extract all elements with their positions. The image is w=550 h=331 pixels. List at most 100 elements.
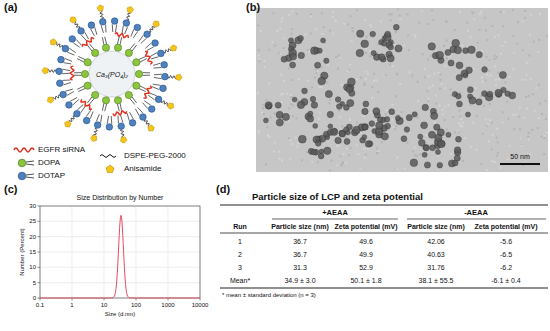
nanoparticle (376, 122, 383, 129)
tem-grain (268, 82, 270, 84)
tem-grain (336, 164, 338, 166)
tem-grain (416, 155, 418, 157)
tem-grain (278, 158, 280, 160)
tem-grain (338, 55, 340, 57)
dotap-head (152, 40, 159, 47)
dotap-head (111, 18, 118, 25)
calcium-phosphate-core (89, 51, 135, 97)
tem-grain (414, 147, 416, 149)
tem-grain (541, 136, 543, 138)
dotap-tail (69, 48, 75, 53)
tem-grain (469, 104, 471, 106)
tem-grain (484, 17, 486, 19)
table-cell: 40.63 (427, 251, 445, 258)
tem-grain (408, 71, 410, 73)
nanoparticle (363, 101, 369, 107)
tem-grain (273, 12, 275, 14)
tem-grain (359, 167, 361, 169)
dopa-tail (117, 104, 119, 111)
tem-grain (515, 113, 517, 115)
tem-grain (428, 75, 430, 77)
anisamide-ligand (148, 125, 154, 131)
dotap-head (118, 123, 125, 130)
tem-grain (526, 62, 528, 64)
tem-grain (529, 34, 531, 36)
tem-grain (454, 131, 456, 133)
tem-grain (278, 52, 280, 54)
tem-grain (386, 109, 388, 111)
tem-grain (401, 111, 403, 113)
tem-grain (274, 113, 276, 115)
dotap-tail (96, 114, 99, 121)
tem-grain (349, 119, 351, 121)
tem-grain (488, 60, 490, 62)
table-cell: 38.1 ± 55.5 (419, 277, 454, 284)
dopa-tail (74, 72, 82, 73)
dotap-head (56, 68, 63, 75)
dotap-tail (67, 52, 74, 55)
dotap-head (144, 31, 151, 38)
dotap-head (158, 50, 165, 57)
tem-grain (364, 157, 366, 159)
dotap-tail (150, 53, 157, 57)
tem-grain (512, 68, 514, 70)
tem-grain (480, 95, 482, 97)
dotap-tail (130, 112, 134, 119)
tem-grain (425, 134, 427, 136)
dopa-tail (102, 37, 104, 44)
dopa-tail (139, 56, 146, 59)
nanoparticle (318, 77, 326, 85)
anisamide-ligand (91, 135, 97, 141)
tem-grain (357, 153, 359, 155)
dotap-tail (91, 29, 95, 36)
table-cell: 31.3 (293, 264, 307, 271)
peg-chain (144, 120, 149, 127)
sirna-strand (115, 32, 128, 38)
nanoparticle (401, 136, 407, 142)
dotap-tail (141, 38, 147, 43)
tem-grain (280, 93, 282, 95)
panel-label: (a) (4, 2, 17, 13)
tem-grain (446, 57, 448, 59)
tem-grain (416, 116, 418, 118)
tem-grain (534, 110, 536, 112)
tem-grain (377, 91, 379, 93)
tem-grain (262, 104, 264, 106)
tem-grain (520, 137, 522, 139)
tem-grain (417, 100, 419, 102)
tem-grain (466, 22, 468, 24)
dopa-sample (18, 159, 26, 167)
tem-grain (321, 86, 323, 88)
nanoparticle (324, 58, 329, 63)
tem-grain (269, 117, 271, 119)
tem-grain (537, 51, 539, 53)
axis-tick: 100 (131, 302, 141, 308)
axis-tick: 10 (29, 264, 36, 270)
tem-grain (535, 87, 537, 89)
anisamide-sample (106, 165, 114, 173)
dopa-head (102, 44, 109, 51)
axis-tick: 10 (101, 302, 108, 308)
table-cell: -6.1 ± 0.4 (491, 277, 521, 284)
tem-grain (407, 142, 409, 144)
nanoparticle (438, 140, 446, 148)
table-rule (407, 219, 546, 220)
nanoparticle (311, 102, 318, 109)
nanoparticle (404, 127, 409, 132)
tem-grain (501, 45, 503, 47)
tem-grain (292, 104, 294, 106)
table-rule (220, 287, 548, 288)
tem-grain (367, 73, 369, 75)
tem-grain (364, 19, 366, 21)
tem-grain (458, 131, 460, 133)
tem-grain (524, 17, 526, 19)
dotap-tail (73, 100, 79, 105)
nanoparticle (461, 70, 468, 77)
dopa-tail (142, 75, 150, 76)
tem-grain (419, 153, 421, 155)
tem-grain (541, 113, 543, 115)
tem-grain (411, 74, 413, 76)
tem-grain (462, 122, 464, 124)
tem-grain (417, 81, 419, 83)
tem-grain (496, 137, 498, 139)
